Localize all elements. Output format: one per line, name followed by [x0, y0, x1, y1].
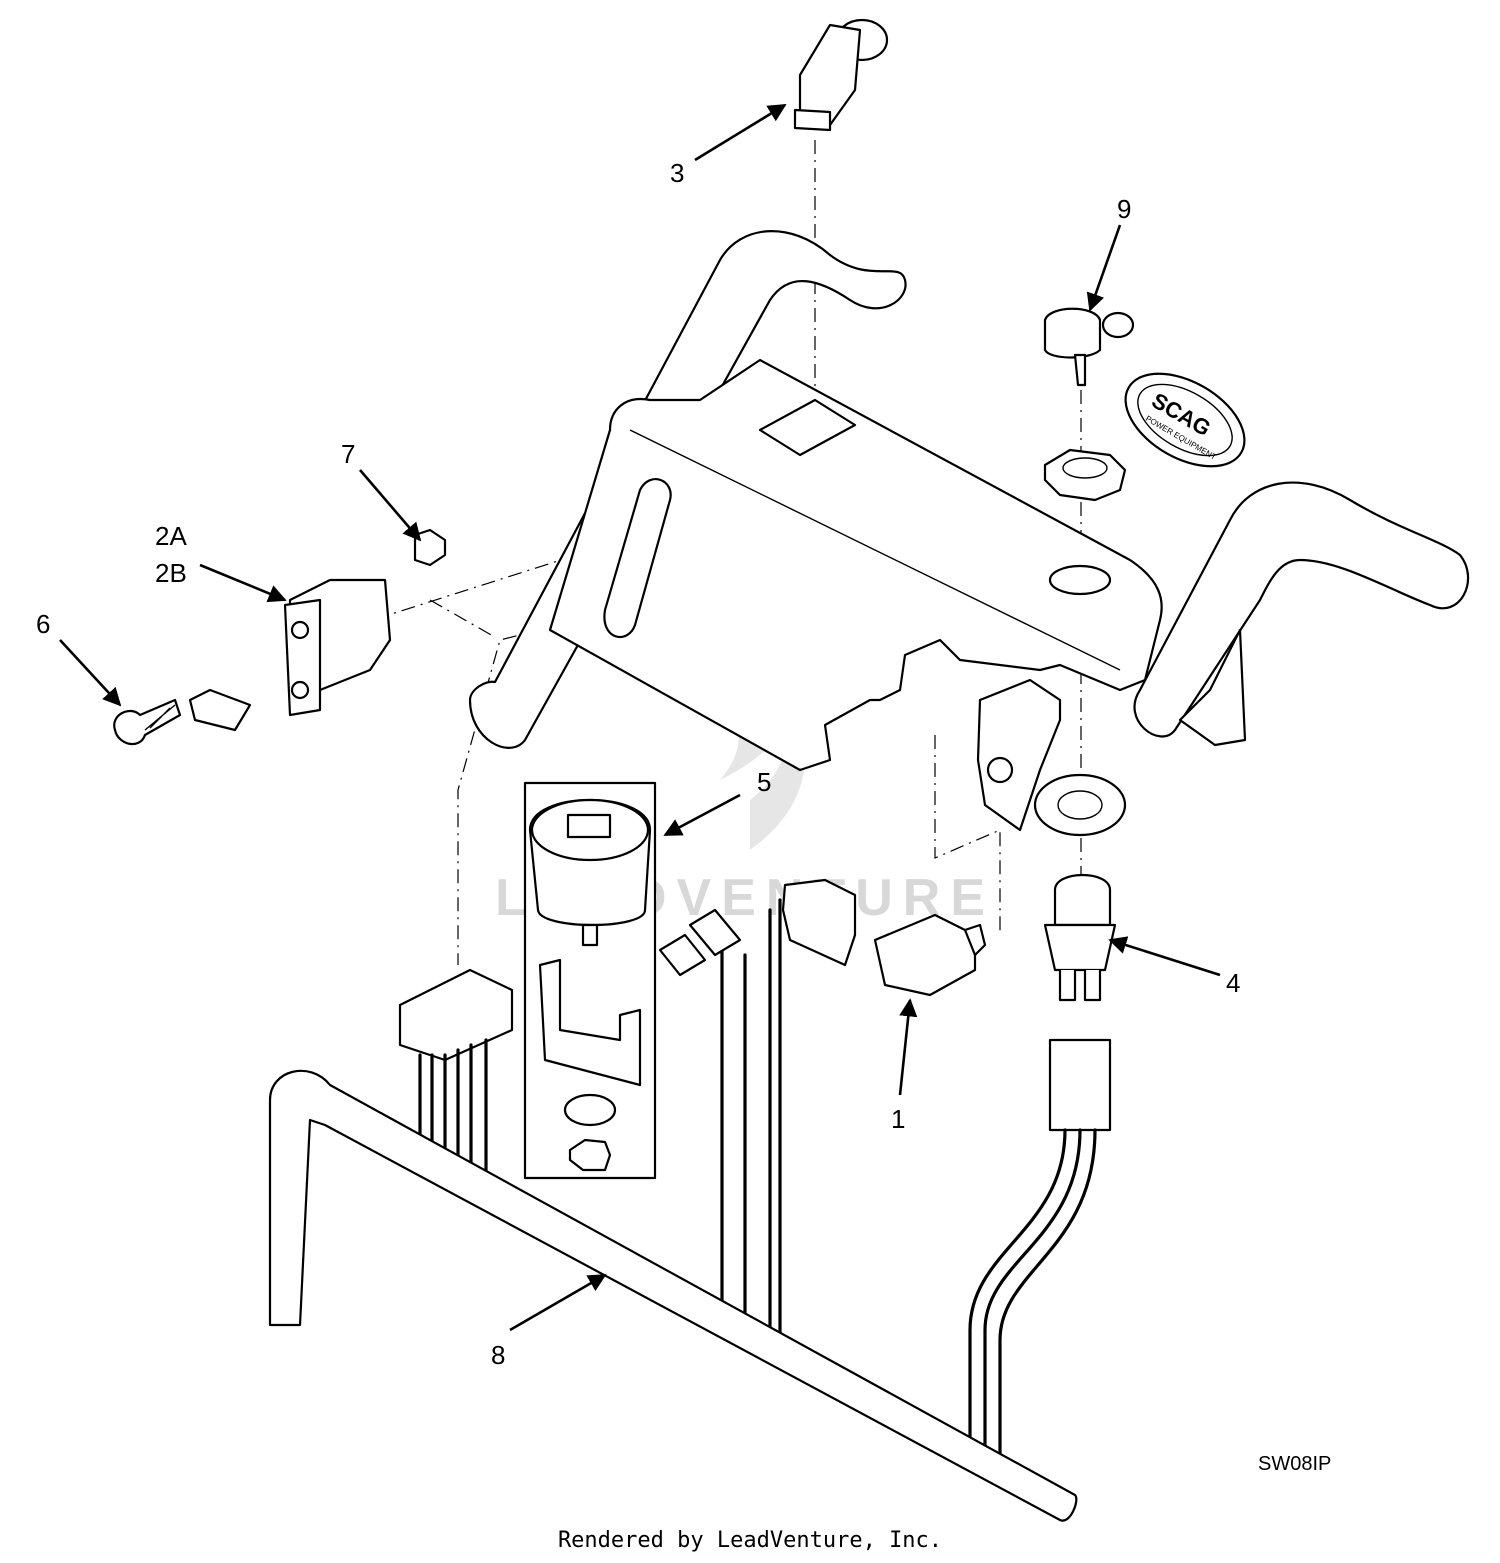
ignition-nut — [1043, 448, 1127, 502]
part-1-switch — [720, 878, 987, 1347]
square-cutout — [758, 398, 857, 457]
hex-nut — [568, 1138, 612, 1172]
part-2-seat-switch — [188, 578, 392, 732]
part-5-hour-meter-kit — [523, 781, 657, 1180]
ignition-terminals — [1058, 968, 1102, 1002]
bracket-plate — [548, 358, 1163, 772]
part-4-ignition-switch — [1043, 873, 1117, 1002]
callout-leaders — [59, 103, 1221, 1332]
part-9-key: SCAG POWER EQUIPMENT — [1043, 307, 1246, 468]
leader-1 — [898, 998, 918, 1096]
hour-meter-connector — [398, 968, 514, 1177]
right-handle-mount — [1178, 628, 1247, 747]
lock-washer-right — [1033, 773, 1127, 837]
callout-2a: 2A — [155, 521, 187, 551]
part-8-harness — [268, 1069, 1078, 1522]
tab-hole — [986, 756, 1014, 784]
control-bracket — [468, 230, 1470, 832]
key-head — [1043, 307, 1102, 359]
callout-6: 6 — [36, 609, 50, 639]
leader-3 — [694, 103, 787, 162]
leader-7 — [359, 469, 422, 542]
callout-5: 5 — [757, 767, 771, 797]
callout-7: 7 — [341, 439, 355, 469]
key-ring — [1101, 311, 1135, 339]
ignition-nut-hole — [1062, 457, 1108, 479]
leader-8 — [509, 1273, 607, 1332]
callout-labels: 3 9 7 2A 2B 6 5 4 1 8 — [36, 158, 1240, 1370]
callout-8: 8 — [491, 1340, 505, 1370]
leader-5 — [663, 793, 741, 837]
ignition-body — [1043, 923, 1117, 972]
seat-switch-arm — [188, 688, 252, 732]
bullet-connectors — [658, 908, 742, 977]
key-fob-inner — [1137, 383, 1233, 457]
callout-3: 3 — [670, 158, 684, 188]
leader-9 — [1086, 224, 1122, 312]
ignition-barrel — [1053, 873, 1112, 927]
leader-6 — [59, 639, 122, 707]
ignition-connector — [968, 1038, 1112, 1472]
hour-meter-stud — [581, 923, 599, 947]
bracket-tab — [976, 678, 1062, 832]
key-fob — [1124, 372, 1246, 468]
footer-credit: Rendered by LeadVenture, Inc. — [557, 1528, 943, 1553]
switch-1-body — [873, 913, 977, 997]
leader-2 — [199, 563, 287, 603]
harness-tube — [268, 1069, 1078, 1522]
part-6-screw — [113, 698, 182, 746]
plate-hole-bottom — [290, 680, 310, 700]
part-3-switch — [793, 18, 889, 132]
plate-hole-top — [290, 620, 310, 640]
switch-terminals — [793, 108, 832, 132]
key-blade — [1073, 353, 1087, 387]
hour-meter-display — [566, 813, 612, 839]
leader-4 — [1108, 936, 1221, 977]
callout-1: 1 — [891, 1104, 905, 1134]
ignition-hole — [1048, 564, 1112, 596]
switch-1-knob — [963, 923, 987, 957]
callout-9: 9 — [1117, 194, 1131, 224]
callout-4: 4 — [1226, 968, 1240, 998]
star-washer — [563, 1093, 617, 1127]
switch-connector — [781, 878, 857, 967]
callout-2b: 2B — [155, 558, 187, 588]
part-7-nut — [413, 528, 447, 567]
drawing-code: SW08IP — [1258, 1453, 1331, 1475]
u-bracket — [538, 958, 642, 1087]
right-handle-tube — [1133, 481, 1470, 738]
slot-left — [603, 478, 672, 638]
